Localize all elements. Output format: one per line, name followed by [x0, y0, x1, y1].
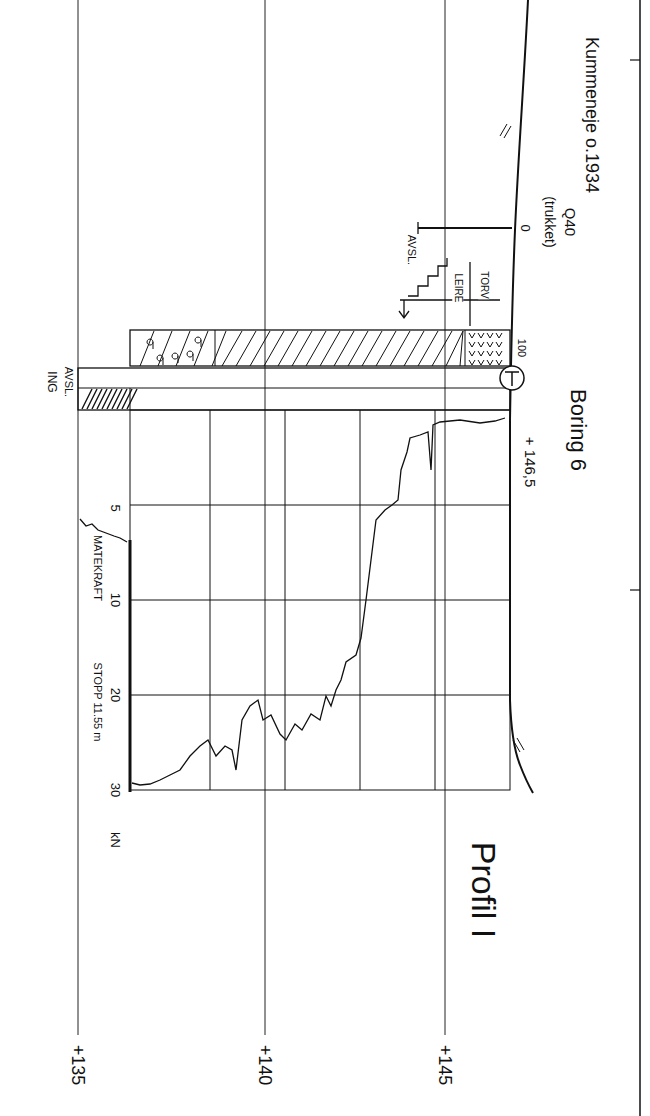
force-grid — [130, 410, 510, 792]
grid-line — [130, 600, 510, 601]
drawing-label: 30 — [108, 782, 122, 798]
drawing-label: 100 — [515, 338, 527, 358]
profile-title: Profil I — [465, 841, 501, 939]
peat-symbol — [487, 360, 493, 365]
border-line — [639, 0, 641, 1116]
drawing-label: (trukket) — [543, 195, 558, 248]
peat-symbol — [487, 342, 493, 347]
hatch-stroke — [112, 389, 122, 409]
arrow-symbol — [399, 300, 409, 318]
drawing-label: +140 — [256, 1044, 275, 1087]
shell-hatch — [194, 331, 208, 366]
hatch-stroke — [517, 738, 524, 750]
drawing-label: kN — [108, 831, 122, 849]
drawing-label: AVSL. — [405, 234, 417, 266]
grid-line — [130, 695, 510, 696]
hatch-stroke — [117, 389, 127, 409]
shell-hatch — [158, 331, 172, 366]
elevation-line — [78, 0, 79, 1035]
hatch-stroke — [97, 389, 107, 409]
shell-hatch — [212, 331, 226, 366]
hatch-stroke — [82, 389, 92, 409]
old-sounding — [399, 222, 512, 326]
hatch-stroke — [122, 389, 132, 409]
peat-symbol — [469, 351, 475, 356]
sounding-line — [418, 227, 512, 229]
drawing-label: + 146,5 — [522, 436, 538, 488]
drawing-label: AVSL. — [62, 366, 74, 398]
elevation-lines — [78, 0, 445, 1035]
hatch-stroke — [102, 389, 112, 409]
peat-symbol — [496, 333, 502, 338]
stop-line — [129, 540, 132, 792]
drawing-label: Q40 — [562, 207, 578, 237]
grid-line — [130, 505, 510, 506]
borehole-symbol — [505, 372, 519, 386]
peat-symbol — [496, 342, 502, 347]
hatch-stroke — [127, 389, 137, 409]
peat-symbol — [478, 333, 484, 338]
elevation-line — [445, 0, 446, 1035]
terrain-hatch — [500, 124, 524, 752]
layer-boundary — [465, 330, 466, 366]
hatch-edge — [130, 388, 131, 410]
peat-symbol — [469, 342, 475, 347]
peat-symbol — [478, 342, 484, 347]
drawing-label: 10 — [108, 592, 122, 608]
borehole-symbol — [500, 366, 524, 390]
drawing-label: 0 — [518, 223, 532, 232]
terrain-line — [510, 0, 533, 793]
drawing-label: LEIRE — [453, 273, 464, 304]
soil-column — [130, 330, 510, 366]
borehole — [78, 366, 524, 410]
drawing-label: 20 — [108, 687, 122, 703]
layer-boundary — [469, 262, 470, 326]
peat-symbol — [478, 360, 484, 365]
clay-hatch — [446, 331, 463, 366]
clay-hatch — [460, 331, 463, 366]
hatched-block — [82, 388, 137, 410]
hatch-stroke — [504, 126, 511, 138]
peat-symbol — [487, 333, 493, 338]
drawing-label: STOPP 11.55 m — [91, 662, 103, 743]
hatch-stroke — [107, 389, 117, 409]
hatch-stroke — [87, 389, 97, 409]
drawing-label: +135 — [69, 1044, 88, 1087]
peat-symbol — [469, 333, 475, 338]
elevation-line — [265, 0, 266, 1035]
shell-hatch — [140, 331, 154, 366]
force-curves — [80, 418, 505, 785]
drawing-label: Kummeneje o.1934 — [583, 36, 602, 194]
drawing-label: MATEKRAFT — [91, 534, 103, 602]
tick-mark — [630, 59, 640, 60]
sounding-end — [417, 222, 418, 234]
tick-mark — [630, 589, 640, 590]
force-curve — [132, 418, 505, 785]
drawing-label: TORV — [479, 270, 490, 299]
shell-symbol — [187, 351, 193, 361]
drawing-label: ING — [46, 370, 59, 393]
force-curve — [80, 519, 127, 542]
soil-column-frame — [130, 330, 510, 366]
peat-symbol — [469, 360, 475, 365]
hatch-stroke — [92, 389, 102, 409]
drawing-label: Boring 6 — [566, 388, 589, 472]
grid-frame — [130, 410, 510, 790]
peat-symbol — [478, 351, 484, 356]
drawing-label: 5 — [108, 503, 122, 512]
frame — [630, 0, 640, 1116]
peat-symbol — [487, 351, 493, 356]
peat-symbol — [496, 360, 502, 365]
shell-hatch — [176, 331, 190, 366]
borehole-frame — [78, 368, 510, 410]
shell-symbol — [195, 337, 201, 347]
peat-symbol — [496, 351, 502, 356]
shell-symbol — [172, 353, 178, 363]
borehole-divider — [78, 388, 510, 389]
drawing-label: +145 — [436, 1044, 455, 1087]
